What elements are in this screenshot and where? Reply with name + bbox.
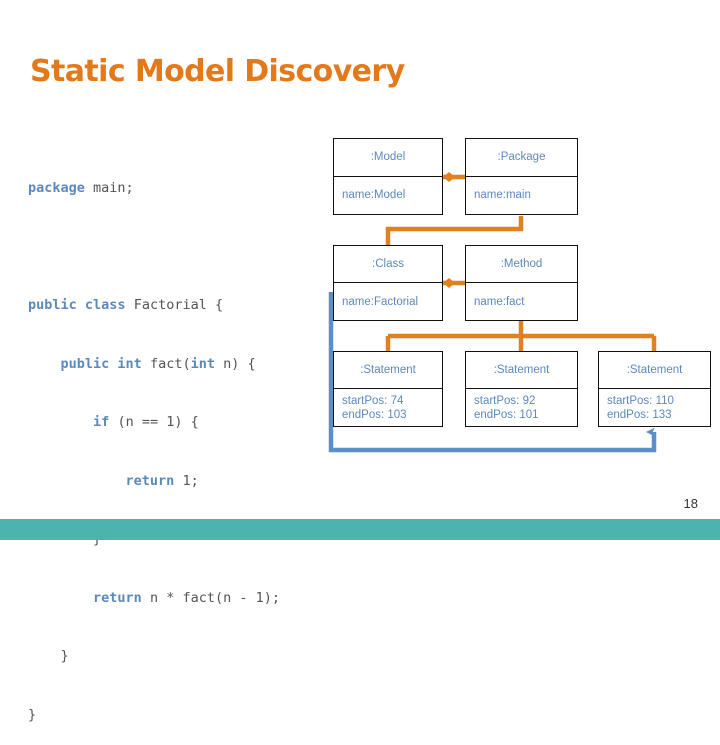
uml-node-title: :Statement: [466, 352, 577, 389]
uml-node-method[interactable]: :Method name:fact: [465, 245, 578, 321]
uml-node-model[interactable]: :Model name:Model: [333, 138, 443, 215]
uml-node-class[interactable]: :Class name:Factorial: [333, 245, 443, 321]
uml-attribute: endPos: 103: [342, 408, 407, 421]
uml-attribute: name:Factorial: [342, 295, 419, 308]
uml-attribute: startPos: 74: [342, 394, 404, 407]
uml-node-statement-1[interactable]: :Statement startPos: 74 endPos: 103: [333, 351, 443, 427]
uml-attribute: name:Model: [342, 189, 406, 202]
code-line: [28, 238, 338, 258]
code-line: }: [28, 706, 37, 723]
code-line: return 1;: [125, 472, 199, 489]
link-class-method: [443, 278, 466, 288]
uml-node-attributes: name:fact: [466, 283, 577, 320]
uml-node-title: :Statement: [599, 352, 710, 389]
uml-attribute: name:main: [474, 189, 531, 202]
code-line: if (n == 1) {: [93, 414, 199, 430]
uml-attribute: endPos: 133: [607, 408, 672, 421]
code-line: public class Factorial {: [28, 297, 224, 313]
uml-node-statement-2[interactable]: :Statement startPos: 92 endPos: 101: [465, 351, 578, 427]
link-model-package: [443, 172, 466, 182]
uml-node-attributes: name:Model: [334, 177, 442, 215]
code-line: }: [60, 648, 69, 664]
page-number: 18: [683, 496, 698, 511]
uml-node-attributes: startPos: 110 endPos: 133: [599, 389, 710, 426]
page-title: Static Model Discovery: [30, 54, 405, 89]
code-line: return n * fact(n - 1);: [93, 589, 280, 606]
uml-attribute: endPos: 101: [474, 408, 539, 421]
code-listing: package main; public class Factorial { p…: [28, 140, 338, 745]
uml-node-title: :Method: [466, 246, 577, 283]
uml-node-title: :Class: [334, 246, 442, 283]
uml-attribute: startPos: 92: [474, 394, 536, 407]
uml-node-attributes: name:main: [466, 177, 577, 215]
uml-attribute: name:fact: [474, 295, 525, 308]
uml-node-title: :Statement: [334, 352, 442, 389]
uml-attribute: startPos: 110: [607, 394, 674, 407]
uml-node-title: :Model: [334, 139, 442, 177]
uml-node-attributes: startPos: 92 endPos: 101: [466, 389, 577, 426]
uml-node-title: :Package: [466, 139, 577, 177]
code-line: public int fact(int n) {: [60, 355, 256, 372]
uml-node-attributes: startPos: 74 endPos: 103: [334, 389, 442, 426]
uml-node-attributes: name:Factorial: [334, 283, 442, 320]
uml-node-statement-3[interactable]: :Statement startPos: 110 endPos: 133: [598, 351, 711, 427]
footer-bar: [0, 519, 720, 540]
code-line: package main;: [28, 180, 134, 196]
uml-node-package[interactable]: :Package name:main: [465, 138, 578, 215]
